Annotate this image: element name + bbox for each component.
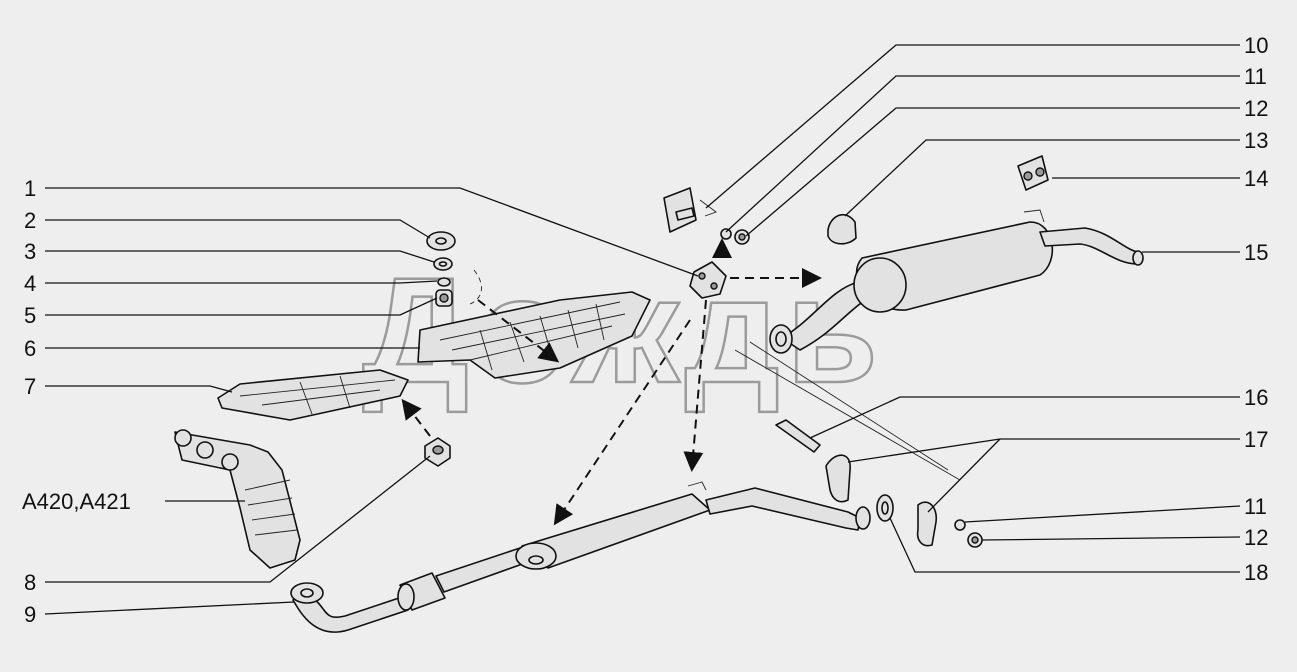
callout-11-top: 11 bbox=[1244, 64, 1267, 89]
callout-1: 1 bbox=[24, 176, 36, 201]
callout-16: 16 bbox=[1244, 385, 1268, 410]
heat-shield-upper bbox=[417, 291, 651, 379]
exhaust-manifold bbox=[174, 429, 301, 569]
bumper-rubber bbox=[827, 213, 857, 245]
callout-12-bottom: 12 bbox=[1244, 525, 1268, 550]
heat-shield-lower bbox=[217, 369, 409, 421]
callout-11-bottom: 11 bbox=[1244, 494, 1267, 519]
assembly-arrows bbox=[401, 238, 822, 526]
callout-9: 9 bbox=[24, 602, 36, 627]
callout-6: 6 bbox=[24, 336, 36, 361]
callout-13: 13 bbox=[1244, 128, 1268, 153]
rubber-cushion bbox=[689, 261, 727, 299]
leader-lines bbox=[44, 44, 1241, 615]
front-pipe bbox=[290, 547, 529, 633]
main-muffler bbox=[769, 209, 1144, 354]
callout-12-top: 12 bbox=[1244, 96, 1268, 121]
callout-variant: A420,A421 bbox=[22, 489, 131, 514]
callout-17: 17 bbox=[1244, 427, 1268, 452]
callout-14: 14 bbox=[1244, 166, 1268, 191]
callout-18: 18 bbox=[1244, 560, 1268, 585]
rubber-mount bbox=[1017, 155, 1049, 191]
callout-3: 3 bbox=[24, 239, 36, 264]
callout-5: 5 bbox=[24, 303, 36, 328]
callout-7: 7 bbox=[24, 374, 36, 399]
callout-labels: 1 2 3 4 5 6 7 A420,A421 8 9 10 11 12 13 … bbox=[22, 33, 1268, 627]
callout-8: 8 bbox=[24, 570, 36, 595]
callout-10: 10 bbox=[1244, 33, 1268, 58]
callout-4: 4 bbox=[24, 271, 36, 296]
callout-2: 2 bbox=[24, 208, 36, 233]
intermediate-muffler bbox=[515, 481, 871, 570]
small-fasteners-left bbox=[424, 231, 456, 467]
hanger-bracket bbox=[663, 187, 750, 245]
callout-15: 15 bbox=[1244, 240, 1268, 265]
